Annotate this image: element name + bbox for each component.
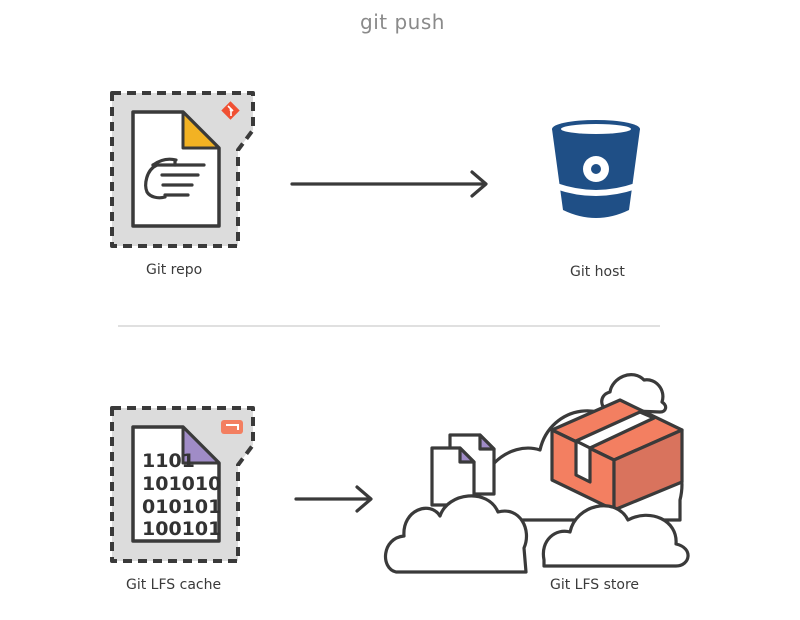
git-repo-icon (110, 91, 255, 248)
git-lfs-cache-label: Git LFS cache (126, 577, 222, 593)
push-arrow-top (290, 170, 488, 198)
git-host-label: Git host (570, 264, 625, 280)
lfs-files-icon (430, 433, 496, 507)
git-lfs-logo-icon (221, 420, 243, 434)
pointing-hand-icon (144, 157, 206, 200)
git-lfs-store-label: Git LFS store (550, 577, 640, 593)
git-logo-icon (221, 101, 240, 120)
binary-line: 1101 (142, 450, 195, 472)
binary-line: 101010 (142, 473, 221, 495)
binary-text: 1101 101010 010101 100101 (142, 450, 221, 540)
git-lfs-cache-icon: 1101 101010 010101 100101 (110, 406, 255, 563)
lfs-box-icon (550, 398, 684, 512)
cloud-storage-icon (383, 373, 690, 574)
bitbucket-icon (552, 120, 640, 218)
push-arrow-bottom (294, 485, 373, 513)
binary-line: 010101 (142, 496, 221, 518)
git-repo-label: Git repo (146, 262, 203, 278)
binary-line: 100101 (142, 518, 221, 540)
diagram-title: git push (360, 10, 445, 34)
